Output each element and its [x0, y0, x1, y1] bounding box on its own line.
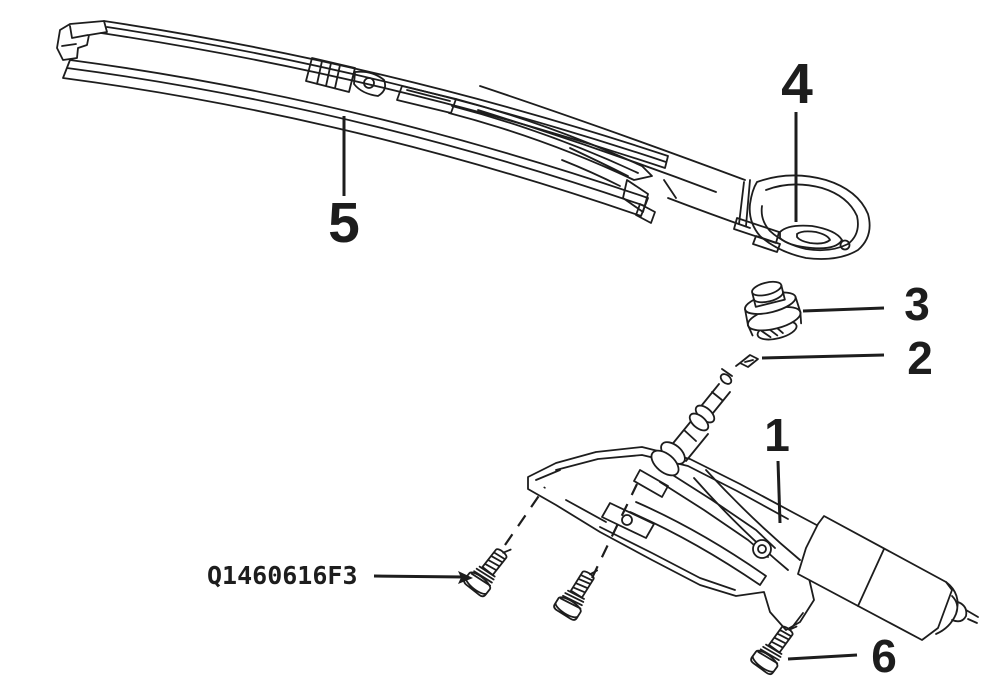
- arm-shaft: [477, 85, 751, 229]
- part-code-label: Q1460616F3: [207, 561, 358, 590]
- callout-2: 2: [761, 332, 933, 384]
- callout-3: 3: [802, 278, 930, 330]
- motor-assembly-drawing: [527, 368, 979, 641]
- leader-line-3: [802, 306, 885, 313]
- callout-1: 1: [764, 409, 790, 524]
- leader-line-6: [787, 653, 858, 661]
- pivot-cap-drawing: [744, 280, 802, 341]
- shaft-base-collar-lower: [650, 449, 680, 477]
- linkage-joint: [752, 539, 772, 559]
- bolt-6-alignment-line: [789, 612, 804, 631]
- callout-6-label: 6: [871, 630, 897, 682]
- leader-line-2: [761, 353, 885, 360]
- cap-knob-band: [752, 290, 784, 304]
- bolt-part-code: [461, 537, 518, 599]
- shaft-collar-lower: [688, 412, 710, 432]
- fasteners: [461, 483, 804, 677]
- leader-line-1: [776, 460, 782, 524]
- blade-center-clip: [305, 57, 387, 97]
- bracket-plate-detail: [601, 469, 669, 539]
- blade-lever: [448, 98, 653, 187]
- bolt-alignment-line-middle: [591, 483, 638, 579]
- cap-flange-side: [744, 296, 802, 327]
- callout-5: 5: [328, 116, 360, 255]
- bracket-hole: [621, 514, 633, 526]
- motor-housing-seam: [857, 548, 885, 607]
- callout-4-label: 4: [781, 52, 813, 116]
- blade-end-cap: [622, 179, 656, 224]
- callout-6: 6: [787, 630, 897, 682]
- arm-head: [748, 174, 871, 260]
- pivot-shaft: [669, 368, 733, 462]
- blade-clip-pivot: [363, 77, 375, 89]
- linkage-crank: [629, 469, 801, 586]
- linkage-joint-center: [757, 544, 767, 554]
- cap-knob-top: [751, 280, 783, 297]
- callout-5-label: 5: [328, 191, 360, 255]
- arm-hinge: [733, 179, 781, 253]
- wiper-blade-drawing: [56, 20, 669, 224]
- callout-2-label: 2: [907, 332, 933, 384]
- shaft-tip: [719, 373, 733, 385]
- clip-drawing: [735, 354, 759, 368]
- callout-3-label: 3: [904, 278, 930, 330]
- arm-head-boss: [779, 224, 843, 250]
- bolt-alignment-line-left: [504, 486, 546, 546]
- wiper-arm-drawing: [477, 85, 871, 260]
- leader-line-part-code: [373, 574, 465, 579]
- callout-1-label: 1: [764, 409, 790, 461]
- callout-part-code: Q1460616F3: [207, 561, 473, 590]
- callout-4: 4: [781, 52, 813, 222]
- mount-bracket-inner: [535, 454, 789, 591]
- leader-arrowhead-part-code: [458, 571, 473, 584]
- blade-hook: [56, 20, 108, 61]
- blade-top-frame: [100, 20, 669, 169]
- motor-end-cap: [935, 581, 979, 635]
- blade-rubber-strip: [62, 59, 649, 217]
- cap-skirt-side: [747, 311, 802, 337]
- clip-body: [735, 354, 759, 368]
- arm-head-hole: [839, 239, 851, 251]
- motor-housing: [797, 515, 953, 641]
